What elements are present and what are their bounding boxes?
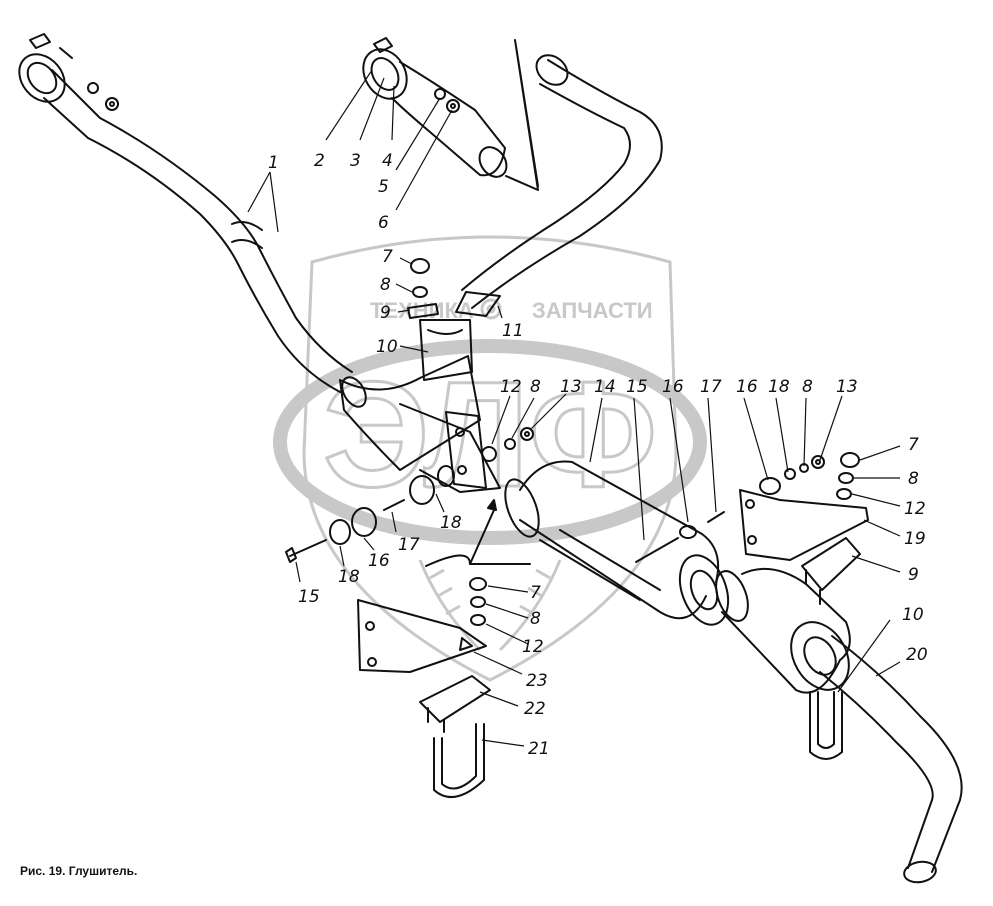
pipe-11 — [455, 39, 663, 317]
clamp-9-right — [801, 537, 861, 605]
callout-4: 4 — [382, 151, 393, 171]
callout-18-middle: 18 — [440, 513, 462, 533]
callout-17-right: 17 — [700, 377, 722, 397]
callout-7-right: 7 — [908, 435, 919, 455]
callout-2: 2 — [314, 151, 325, 171]
callout-5: 5 — [378, 177, 389, 197]
callout-18-left: 18 — [338, 567, 360, 587]
leader-lines — [247, 69, 901, 747]
clamp-22 — [419, 675, 491, 733]
fasteners-7-8-12-right — [836, 452, 860, 500]
main-muffler-14 — [504, 460, 730, 626]
callout-13-far-right: 13 — [836, 377, 858, 397]
callout-18-far-right: 18 — [768, 377, 790, 397]
callout-labels: 1 2 3 4 5 6 7 8 9 10 11 12 8 13 14 15 16… — [268, 151, 928, 759]
watermark-right-text: ЗАПЧАСТИ — [532, 298, 653, 323]
fasteners-7-8-9-upper — [407, 258, 439, 319]
callout-23: 23 — [526, 671, 548, 691]
mount-hardware-left — [285, 465, 455, 563]
tailpipe-20 — [819, 635, 963, 884]
callout-19: 19 — [904, 529, 926, 549]
callout-8-right: 8 — [908, 469, 919, 489]
assembly-arrow-icon — [425, 499, 531, 567]
callout-16-right: 16 — [662, 377, 684, 397]
callout-6: 6 — [378, 213, 389, 233]
watermark-gear-icon — [480, 298, 502, 320]
figure-caption: Рис. 19. Глушитель. — [20, 864, 138, 878]
watermark-ring — [273, 339, 707, 545]
fasteners-7-8-12-lower — [469, 577, 487, 626]
callout-11: 11 — [502, 321, 524, 341]
callout-22: 22 — [524, 699, 546, 719]
callout-9-upper: 9 — [380, 303, 391, 323]
rear-bracket-19 — [739, 455, 869, 561]
intake-pipe-1 — [18, 33, 353, 393]
callout-9-right: 9 — [908, 565, 919, 585]
mount-hardware-right — [635, 511, 725, 563]
u-bolt-21 — [433, 723, 485, 799]
watermark-letters: ЭЛФ — [323, 350, 657, 518]
callout-12-right: 12 — [904, 499, 926, 519]
callout-21: 21 — [528, 739, 550, 759]
callout-12-lower: 12 — [522, 637, 544, 657]
callout-17-left: 17 — [398, 535, 420, 555]
callout-16-left: 16 — [368, 551, 390, 571]
callout-8-far-right: 8 — [802, 377, 813, 397]
watermark: ЭЛФ — [273, 235, 707, 682]
callout-13-middle: 13 — [560, 377, 582, 397]
callout-8-lower: 8 — [530, 609, 541, 629]
watermark-shield — [302, 235, 678, 682]
callout-20: 20 — [906, 645, 928, 665]
callout-14: 14 — [594, 377, 616, 397]
front-bracket — [445, 411, 534, 489]
u-bolt-10-right — [809, 691, 843, 760]
callout-15-right: 15 — [626, 377, 648, 397]
rear-muffler — [715, 567, 851, 694]
callout-12-middle: 12 — [500, 377, 522, 397]
callout-10-lower: 10 — [902, 605, 924, 625]
callout-16-far-right: 16 — [736, 377, 758, 397]
callout-3: 3 — [350, 151, 361, 171]
callout-1: 1 — [268, 153, 279, 173]
lower-bracket-23 — [357, 599, 487, 673]
callout-7-upper: 7 — [382, 247, 393, 267]
callout-15-left: 15 — [298, 587, 320, 607]
watermark-wheat — [418, 559, 562, 652]
callout-7-lower: 7 — [530, 583, 541, 603]
callout-8-middle: 8 — [530, 377, 541, 397]
callout-8-upper: 8 — [380, 275, 391, 295]
callout-10-upper: 10 — [376, 337, 398, 357]
